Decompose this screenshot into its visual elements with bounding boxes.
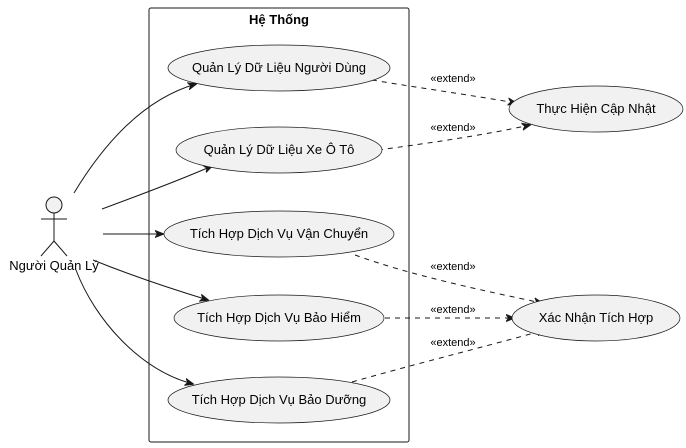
use-case-shape	[175, 126, 383, 174]
extend-label-1: «extend»	[430, 73, 475, 85]
extend-maintenance-confirm	[351, 330, 545, 383]
actor-left-leg	[40, 240, 55, 257]
association-insurance	[92, 259, 208, 300]
extend-label-4: «extend»	[430, 304, 475, 316]
use-case-maintenance[interactable]: Tích Hợp Dịch Vụ Bảo Dưỡng	[167, 376, 391, 424]
use-case-confirm-integration[interactable]: Xác Nhận Tích Hợp	[511, 294, 681, 342]
use-case-shape	[167, 376, 391, 424]
association-manage-cars	[101, 166, 212, 210]
extend-label-3: «extend»	[430, 261, 475, 273]
use-case-perform-update[interactable]: Thực Hiện Cập Nhật	[508, 85, 684, 133]
use-case-shape	[511, 294, 681, 342]
use-case-shipping[interactable]: Tích Hợp Dịch Vụ Vận Chuyển	[163, 210, 395, 258]
use-case-shape	[167, 44, 391, 92]
association-maintenance	[75, 269, 193, 384]
extend-label-5: «extend»	[430, 337, 475, 349]
use-case-label: Quản Lý Dữ Liệu Người Dùng	[192, 60, 366, 75]
use-case-shape	[173, 294, 385, 342]
actor-head	[45, 196, 63, 214]
use-case-label: Thực Hiện Cập Nhật	[536, 101, 656, 116]
actor-label: Người Quản Lý	[9, 258, 99, 273]
extend-shipping-confirm	[354, 254, 542, 303]
use-case-manage-users[interactable]: Quản Lý Dữ Liệu Người Dùng	[167, 44, 391, 92]
use-case-label: Tích Hợp Dịch Vụ Vận Chuyển	[190, 226, 368, 241]
use-case-label: Quản Lý Dữ Liệu Xe Ô Tô	[204, 142, 355, 157]
association-manage-users	[73, 84, 196, 194]
system-title: Hệ Thống	[249, 12, 309, 27]
extend-manage-users-update	[371, 79, 516, 103]
use-case-label: Xác Nhận Tích Hợp	[539, 310, 654, 325]
actor-figure[interactable]	[40, 196, 68, 257]
use-case-shape	[163, 210, 395, 258]
use-case-label: Tích Hợp Dịch Vụ Bảo Dưỡng	[192, 392, 367, 407]
use-case-insurance[interactable]: Tích Hợp Dịch Vụ Bảo Hiểm	[173, 294, 385, 342]
actor-right-leg	[53, 240, 68, 257]
use-case-manage-cars[interactable]: Quản Lý Dữ Liệu Xe Ô Tô	[175, 126, 383, 174]
extend-label-2: «extend»	[430, 122, 475, 134]
use-case-shape	[508, 85, 684, 133]
use-case-label: Tích Hợp Dịch Vụ Bảo Hiểm	[197, 310, 361, 325]
